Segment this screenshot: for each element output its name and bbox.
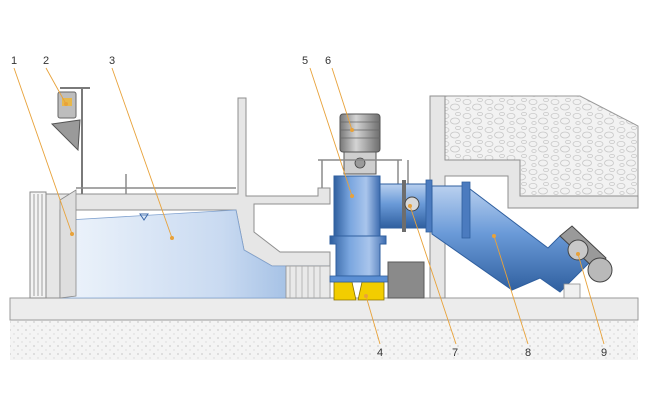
discharge-valve	[379, 179, 433, 233]
callout-8: 8	[525, 347, 531, 359]
leader-2	[45, 67, 67, 105]
callout-5: 5	[302, 55, 308, 67]
leader-7	[409, 205, 457, 345]
foundation-slab	[9, 297, 639, 321]
callout-4: 4	[377, 347, 383, 359]
outlet-block	[387, 261, 425, 299]
callout-3: 3	[109, 55, 115, 67]
gravel-embankment	[444, 95, 639, 197]
trash-rack	[29, 189, 77, 299]
leader-4	[365, 295, 381, 345]
callout-7: 7	[452, 347, 458, 359]
outlet-structure-wall	[429, 95, 639, 299]
leader-8	[493, 235, 529, 345]
pump-impeller	[333, 281, 385, 301]
callout-9: 9	[601, 347, 607, 359]
leader-dots	[64, 102, 580, 298]
intake-basin-walls	[43, 97, 331, 299]
discharge-pipe	[431, 185, 591, 293]
discharge-pipe-flange	[461, 181, 471, 239]
leader-5	[309, 67, 353, 197]
intake-bellmouth-ribs	[285, 265, 331, 299]
pump-column	[333, 175, 381, 237]
screen-rake-cleaner	[50, 87, 90, 194]
leader-lines	[13, 67, 605, 345]
pump-suction-housing	[329, 275, 389, 283]
callout-6: 6	[325, 55, 331, 67]
leader-6	[331, 67, 353, 131]
leader-1	[13, 67, 73, 235]
leader-3	[111, 67, 173, 239]
soil-ground	[10, 318, 638, 360]
leader-9	[577, 253, 605, 345]
pump-motor	[339, 113, 381, 175]
pump-casing	[329, 235, 387, 277]
water-level-marker	[139, 213, 149, 221]
callout-2: 2	[43, 55, 49, 67]
callout-1: 1	[11, 55, 17, 67]
flap-valve	[559, 225, 613, 299]
basin-railing	[76, 174, 236, 194]
